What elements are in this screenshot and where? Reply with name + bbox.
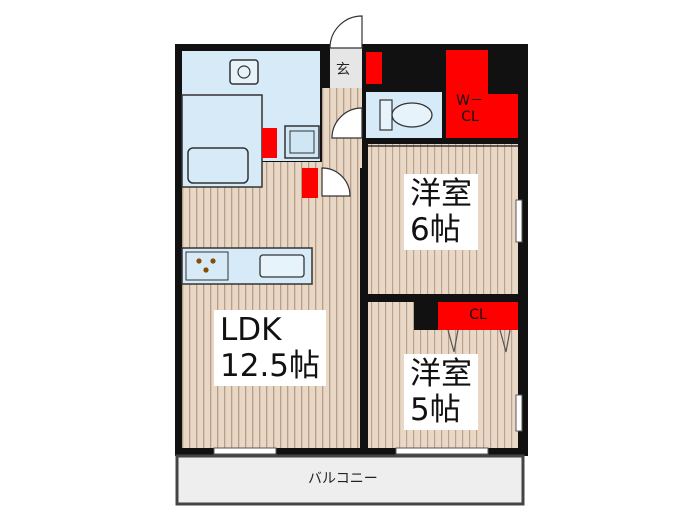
burner-icon-2 — [210, 258, 216, 264]
bathtub-icon — [187, 147, 249, 184]
room2-size: 5帖 — [410, 392, 461, 428]
window-room1 — [515, 199, 523, 243]
cl-label: CL — [469, 307, 487, 323]
toilet-door-icon — [331, 107, 363, 139]
room2-label: 洋室 5帖 — [404, 354, 478, 430]
wcl-label-top: W－ — [456, 93, 484, 109]
room2-closet — [438, 302, 518, 330]
stove-area — [185, 251, 229, 281]
ldk-name: LDK — [220, 312, 282, 348]
washbasin-icon — [229, 59, 259, 85]
wcl-label: W－ CL — [452, 93, 488, 125]
room1-label: 洋室 6帖 — [404, 174, 478, 250]
window-room2-bottom — [395, 447, 489, 455]
entrance-label: 玄 — [336, 62, 350, 78]
room2-closet-dark — [414, 302, 438, 330]
burner-icon-3 — [203, 267, 209, 273]
storage-red-1 — [262, 128, 277, 158]
room1-name: 洋室 — [410, 176, 472, 212]
room2-name: 洋室 — [410, 356, 472, 392]
walk-in-closet — [446, 50, 518, 138]
storage-red-2 — [302, 168, 318, 198]
closet-door-icon-2 — [499, 329, 511, 353]
ldk-size: 12.5帖 — [220, 348, 321, 384]
balcony-label: バルコニー — [308, 471, 378, 487]
sink-icon — [259, 254, 305, 278]
burner-icon-1 — [196, 258, 202, 264]
ldk-floor — [182, 162, 360, 448]
shoe-box-red — [366, 52, 382, 84]
ldk-label: LDK 12.5帖 — [214, 310, 327, 386]
room1-size: 6帖 — [410, 212, 461, 248]
closet-door-icon-1 — [447, 329, 459, 353]
entrance-door-icon — [329, 15, 363, 49]
toilet-icon — [391, 102, 433, 128]
window-ldk — [213, 447, 277, 455]
wcl-label-bottom: CL — [461, 109, 479, 125]
ldk-door-icon — [321, 167, 351, 197]
window-room2 — [515, 394, 523, 432]
balcony — [175, 454, 525, 506]
